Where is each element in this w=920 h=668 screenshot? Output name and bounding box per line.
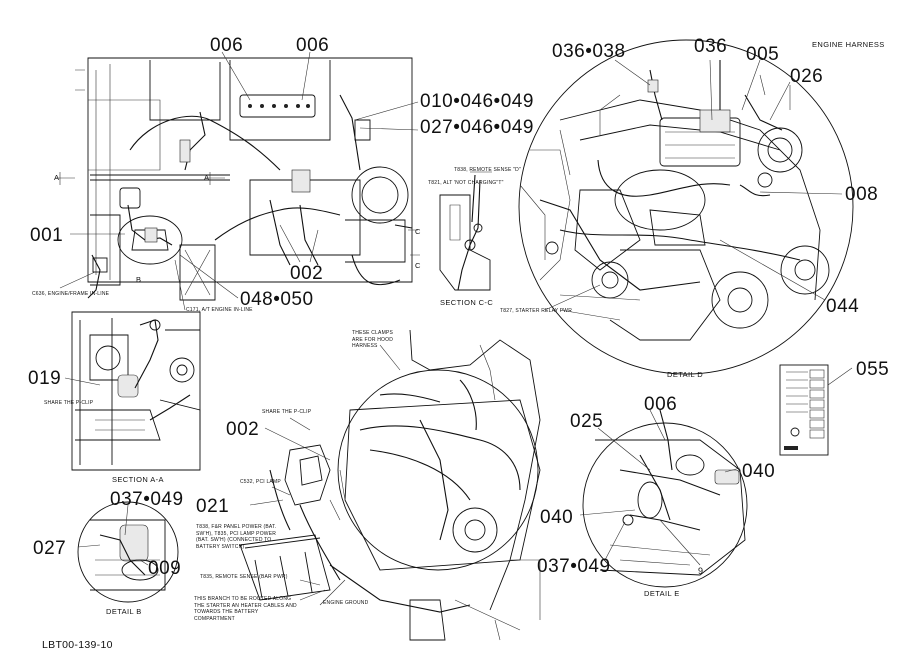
leaders-main — [249, 344, 401, 606]
callout-002-a: 002 — [290, 263, 324, 284]
note-hood-clamps: THESE CLAMPS ARE FOR HOOD HARNESS — [352, 330, 394, 349]
caption-section-aa: SECTION A-A — [112, 475, 164, 484]
note-c171: C171, A/T ENGINE IN-LINE — [186, 307, 253, 313]
note-t838-panel-power: T838, F&R PANEL POWER (BAT. SW'H), T835,… — [196, 524, 277, 550]
leader-055 — [827, 367, 853, 386]
engine-top-view — [55, 57, 420, 301]
leader-019 — [64, 377, 101, 386]
callout-006-b: 006 — [296, 35, 330, 56]
detail-d-art — [518, 39, 854, 375]
callout-9: 9 — [698, 566, 704, 576]
callout-027-046-049: 027•046•049 — [420, 117, 534, 138]
callout-055: 055 — [856, 359, 890, 380]
callout-009: 009 — [148, 558, 182, 579]
callout-002-b: 002 — [226, 419, 260, 440]
section-marker-a-right: A — [204, 173, 210, 182]
note-share-p-clip-b: SHARE THE P-CLIP — [262, 409, 312, 415]
section-marker-c-bottom: C — [415, 261, 421, 270]
note-engine-frame: C636, ENGINE/FRAME IN-LINE — [32, 291, 110, 297]
callout-037-049-b: 037•049 — [537, 556, 611, 577]
callout-027-b: 027 — [33, 538, 67, 559]
main-iso-art — [239, 329, 541, 641]
note-t821-alt: T821, ALT 'NOT CHARGING"T" — [428, 180, 504, 186]
detail-b-art — [77, 501, 179, 603]
callout-010-046-049: 010•046•049 — [420, 91, 534, 112]
note-t827-starter-relay: T827, STARTER RELAY PWR — [500, 308, 573, 314]
leaders-detail-b — [77, 504, 149, 566]
callout-006-c: 006 — [644, 394, 678, 415]
callout-036-b: 036 — [694, 36, 728, 57]
callout-021: 021 — [196, 496, 230, 517]
callout-044: 044 — [826, 296, 860, 317]
callout-019: 019 — [28, 368, 62, 389]
callout-006-a: 006 — [210, 35, 244, 56]
label-panel-art — [779, 364, 829, 456]
callout-026: 026 — [790, 66, 824, 87]
callout-036-038: 036•038 — [552, 41, 626, 62]
detail-e-art — [582, 409, 748, 588]
note-t838-remote-sense: T838, REMOTE SENSE "D" — [454, 167, 521, 173]
caption-section-cc: SECTION C-C — [440, 298, 494, 307]
callout-040-a: 040 — [742, 461, 776, 482]
note-share-p-clip-a: SHARE THE P-CLIP — [44, 400, 94, 406]
section-marker-a-left: A — [54, 173, 60, 182]
caption-detail-b: DETAIL B — [106, 607, 142, 616]
callout-037-049-a: 037•049 — [110, 489, 184, 510]
callout-005: 005 — [746, 44, 780, 65]
section-cc-art — [439, 171, 492, 291]
callout-040-b: 040 — [540, 507, 574, 528]
caption-detail-e: DETAIL E — [644, 589, 680, 598]
section-marker-b: B — [136, 275, 142, 284]
section-marker-c-top: C — [415, 227, 421, 236]
document-id: LBT00-139-10 — [42, 639, 113, 651]
leaders-detail-e — [579, 409, 741, 566]
callout-025: 025 — [570, 411, 604, 432]
note-engine-ground: ENGINE GROUND — [323, 600, 369, 606]
callout-008: 008 — [845, 184, 879, 205]
leaders-top-left — [59, 51, 419, 311]
drawing-title: ENGINE HARNESS — [812, 40, 885, 49]
caption-detail-d: DETAIL D — [667, 370, 704, 379]
leaders-detail-d — [544, 59, 843, 311]
callout-048-050: 048•050 — [240, 289, 314, 310]
note-branch-routing: THIS BRANCH TO BE ROUTED ALONG THE START… — [194, 596, 297, 622]
note-t835-remote-sense: T835, REMOTE SENSE (BAR PWR) — [200, 574, 288, 580]
section-aa-art — [71, 311, 201, 471]
callout-001: 001 — [30, 225, 64, 246]
note-c532-pci-lamp: C532, PCI LAMP — [240, 479, 281, 485]
